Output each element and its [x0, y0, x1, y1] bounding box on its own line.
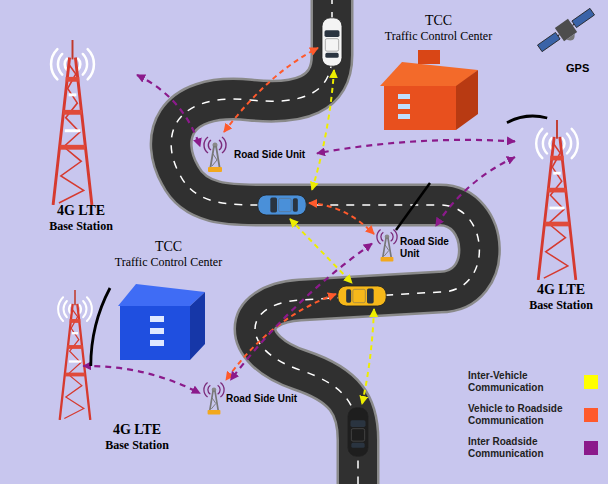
control-center: TCCTraffic Control Center: [370, 12, 507, 135]
roadside-unit: Road Side Unit: [200, 138, 317, 172]
node-label: Base Station: [25, 219, 137, 233]
base-station: 4G LTEBase Station: [25, 35, 137, 235]
node-label: TCC: [110, 238, 227, 255]
node-label: Traffic Control Center: [110, 255, 227, 270]
legend-text: Inter Roadside Communication: [468, 436, 572, 460]
roadside-link: [83, 366, 200, 393]
node-label: Base Station: [92, 438, 182, 452]
cable-link: [91, 288, 110, 366]
roadside-link: [436, 157, 515, 226]
legend-swatch: [584, 408, 598, 422]
base-station: 4G LTEBase Station: [30, 366, 182, 454]
legend-swatch: [584, 375, 598, 389]
roadside-unit: Road Side Unit: [200, 380, 302, 418]
legend-text: Vehicle to Roadside Communication: [468, 403, 572, 427]
legend-swatch: [584, 441, 598, 455]
node-label: 4G LTE: [92, 422, 182, 438]
roadside-link: [137, 75, 200, 147]
node-label: Base Station: [515, 298, 607, 312]
roadside-unit: Road Side Unit: [372, 226, 457, 270]
control-center: TCCTraffic Control Center: [110, 238, 227, 363]
node-label: 4G LTE: [25, 203, 137, 219]
roadside-link: [317, 140, 515, 153]
satellite-label: GPS: [566, 62, 589, 74]
node-label: 4G LTE: [515, 282, 607, 298]
node-label: TCC: [370, 12, 507, 29]
cable-link: [507, 116, 547, 123]
legend-text: Inter-Vehicle Communication: [468, 370, 572, 394]
legend: Inter-Vehicle CommunicationVehicle to Ro…: [468, 370, 602, 469]
roadside-link: [231, 244, 372, 380]
base-station: 4G LTEBase Station: [515, 118, 607, 313]
node-label: Road Side Unit: [234, 149, 311, 161]
legend-row: Vehicle to Roadside Communication: [468, 403, 602, 427]
legend-row: Inter-Vehicle Communication: [468, 370, 602, 394]
legend-row: Inter Roadside Communication: [468, 436, 602, 460]
node-label: Traffic Control Center: [370, 29, 507, 44]
node-label: Road Side Unit: [400, 236, 455, 260]
node-label: Road Side Unit: [226, 393, 300, 405]
